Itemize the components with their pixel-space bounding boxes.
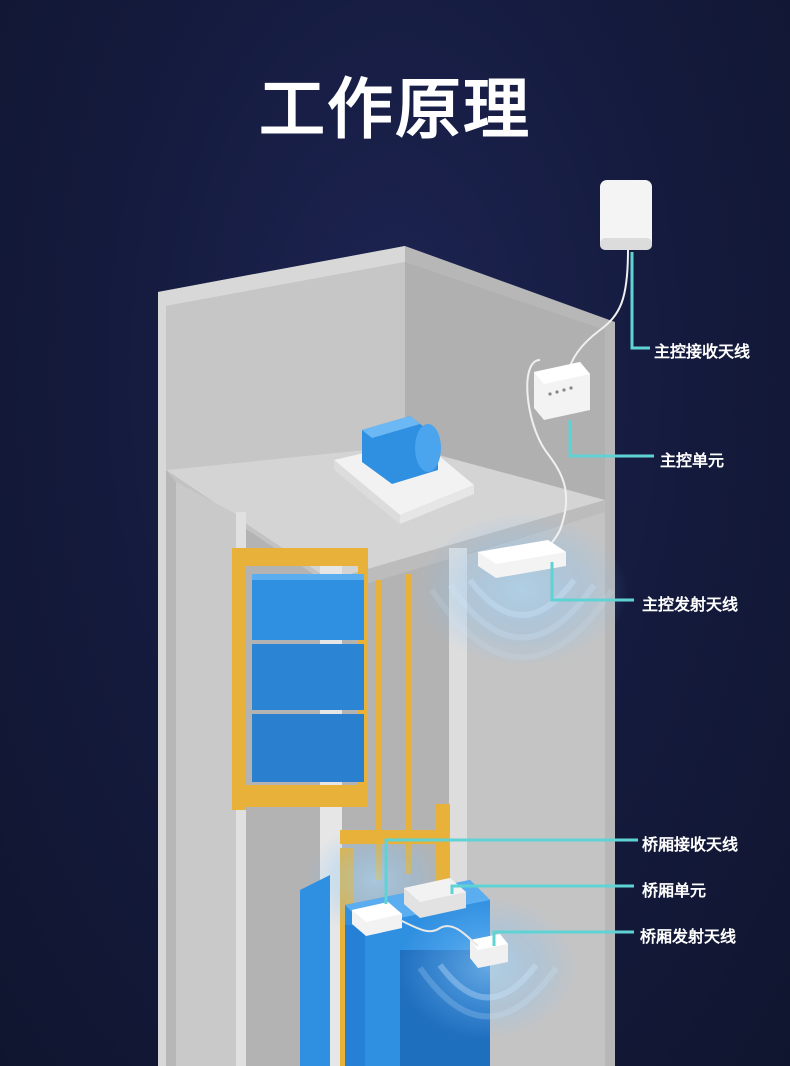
traction-machine: [334, 416, 474, 524]
label-main-unit: 主控单元: [660, 451, 725, 470]
leader-lines: [384, 252, 654, 946]
counterweight: [232, 548, 368, 810]
leader-main-unit: [568, 420, 654, 458]
leader-car-transmit: [492, 930, 634, 946]
label-car-unit: 桥厢单元: [642, 881, 707, 900]
main-transmit-antenna-device: [478, 540, 566, 578]
main-receive-antenna-device: [600, 180, 652, 250]
leader-main-receive: [630, 252, 650, 350]
label-car-receive-antenna: 桥厢接收天线: [642, 835, 739, 854]
page-title: 工作原理: [259, 71, 531, 148]
label-main-receive-antenna: 主控接收天线: [654, 342, 751, 361]
leader-car-receive: [384, 838, 638, 904]
main-transmit-waves: [416, 512, 628, 668]
label-main-transmit-antenna: 主控发射天线: [642, 595, 739, 614]
car-transmit-waves: [398, 896, 578, 1040]
leader-car-unit: [450, 884, 634, 894]
label-car-transmit-antenna: 桥厢发射天线: [640, 927, 737, 946]
main-unit-device: [534, 362, 590, 420]
car-receive-antenna-device: [352, 902, 402, 936]
car-transmit-antenna-device: [470, 934, 508, 968]
leader-main-transmit: [550, 562, 634, 602]
